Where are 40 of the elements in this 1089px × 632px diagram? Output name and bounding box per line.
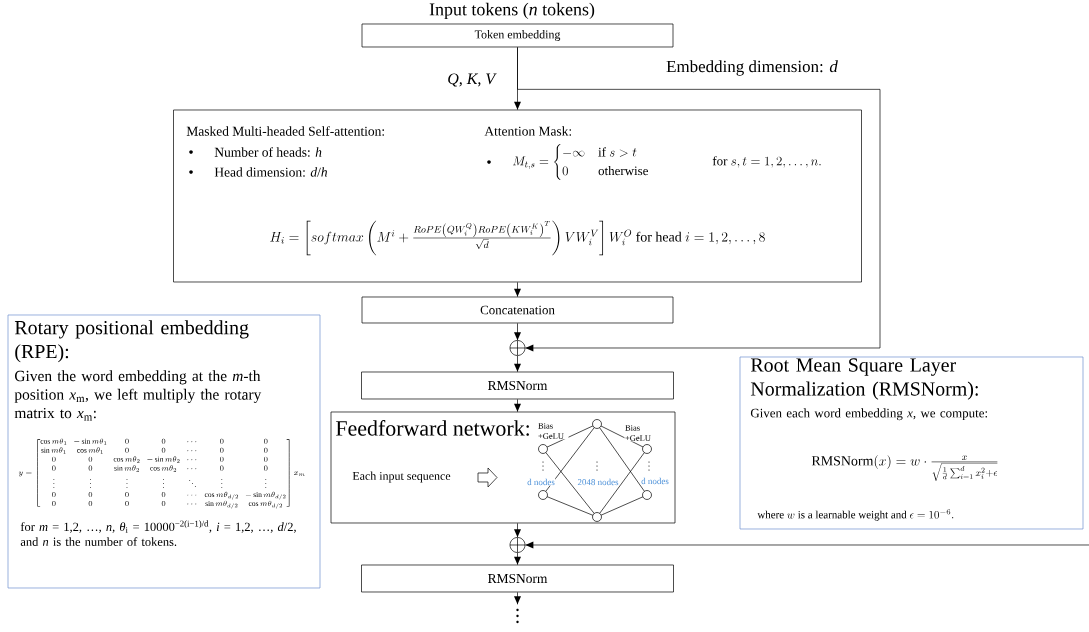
heading-text: Masked Multi-headed Self-attention: bbox=[186, 126, 384, 136]
body-text: Each input sequence bbox=[352, 471, 451, 483]
formula: $\text{for } s,t = 1,2,\ldots,n.$ bbox=[712, 156, 821, 168]
edge-label: Embedding dimension: d bbox=[666, 60, 838, 76]
panel-title: Rotary positional embedding (RPE): bbox=[14, 320, 249, 363]
arrow bbox=[514, 282, 521, 297]
matrix-formula: $y = \begin{bmatrix} \cos m\theta_1 & -\sin m\theta_1 & 0 & 0 & \cdots & 0 & 0 \\ \sin m\theta_1 & \cos m\theta_1 & 0 & 0 & \cdots & 0 & 0 \\ 0 & 0 & \cos m\theta_2 & -\sin m\theta_2 & \cdots & 0 & 0 \\ 0 & 0 & \sin m\theta_2 & \cos m\theta_2 & \cdots & 0 & 0 \\ \vdots & \vdots & \vdots & \vdots & \ddots & \vdots & \vdots \\ 0 & 0 & 0 & 0 & \cdots & \cos m\theta_{d/2} & -\sin m\theta_{d/2} \\ 0 & 0 & 0 & 0 & \cdots & \sin m\theta_{d/2} & \cos m\theta_{d/2} \end{bmatrix} x_m$ bbox=[18, 438, 305, 509]
arrow bbox=[517, 47, 881, 352]
list-item: Number of heads: h bbox=[189, 147, 322, 157]
node-count-label: d nodes bbox=[640, 477, 670, 485]
body-text: Given each word embedding x, we compute: bbox=[750, 408, 987, 421]
node-count-label: 2048 nodes bbox=[576, 478, 620, 486]
formula: $\mathrm{RMSNorm}(x) = w \cdot \frac{x}{\sqrt{\frac{1}{d}\sum_{i=1}^{d} x_i^2 + \epsilon}}$ bbox=[811, 454, 998, 482]
body-text: for m = 1,2, …, n, θ$_{i}$ = 10000$^{−2(i−1)/d}$, i = 1,2, …, d/2, and n is the number of tokens. bbox=[20, 520, 296, 547]
process-box: RMSNorm bbox=[361, 564, 674, 593]
list-item: Head dimension: d/h bbox=[189, 167, 327, 177]
arrow bbox=[514, 355, 521, 372]
arrow bbox=[514, 592, 521, 605]
list-item: $M_{t,s} = \begin{cases} -\infty & \text{if } s > t \\ 0 & \text{otherwise} \end{cases}$ bbox=[487, 144, 648, 180]
process-box: Concatenation bbox=[361, 296, 674, 324]
layer-label: Bias +GeLU bbox=[537, 422, 569, 440]
process-box: Token embedding bbox=[361, 23, 674, 48]
footnote-text: $\text{where } w \text{ is a learnable weight and } \epsilon = 10^{-6}.$ bbox=[757, 509, 954, 521]
arrow bbox=[514, 399, 521, 412]
layer-label: Bias +GeLU bbox=[624, 424, 656, 442]
heading-text: Attention Mask: bbox=[484, 126, 572, 136]
heading-text: Input tokens (n tokens) bbox=[429, 2, 595, 20]
body-text: Given the word embedding at the m-th position x$_{m}$, we left multiply the rotary matrix to x$_{m}$: bbox=[14, 370, 262, 421]
adder-symbol bbox=[509, 537, 526, 553]
arrow bbox=[514, 323, 521, 341]
arrow bbox=[525, 541, 1089, 549]
panel-title: Root Mean Square Layer Normalization (RMSNorm): bbox=[750, 358, 978, 400]
formula: $H_i = \left[ softmax\left( M^i + \frac{RoPE\left(QW_i^Q\right)RoPE\left(KW_i^K\right)^T}{\sqrt{d}} \right) VW_i^V \right] W_i^O \text{ for head } i = 1,2,\ldots,8$ bbox=[270, 220, 765, 256]
edge-label: Q, K, V bbox=[448, 73, 497, 87]
panel-title: Feedforward network: bbox=[336, 420, 529, 436]
node-count-label: d nodes bbox=[526, 478, 556, 486]
process-box: RMSNorm bbox=[361, 371, 674, 400]
adder-symbol bbox=[509, 340, 526, 356]
arrow bbox=[514, 523, 521, 538]
arrow bbox=[514, 552, 521, 565]
